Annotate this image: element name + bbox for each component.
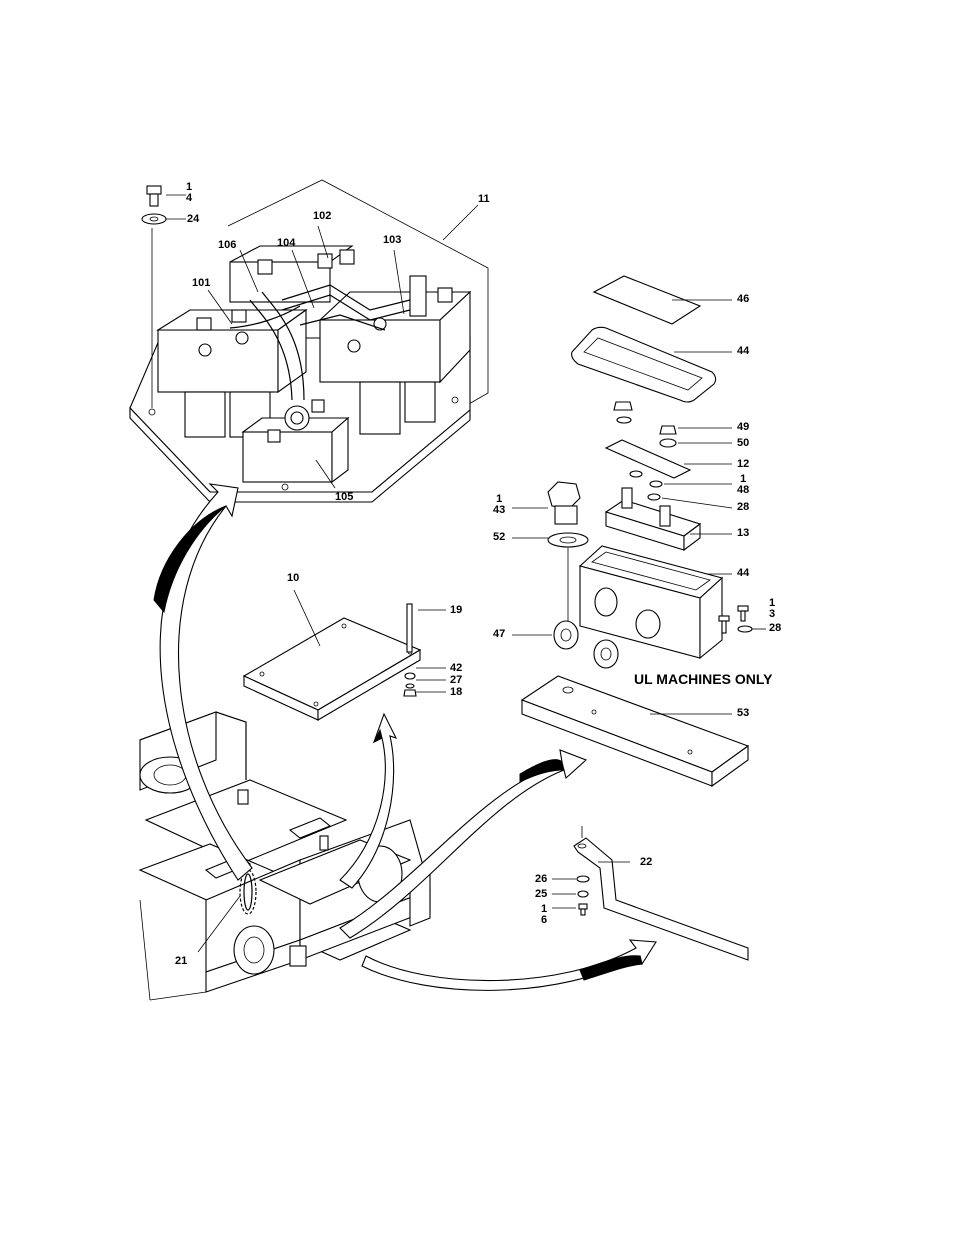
callout-43: 43 xyxy=(493,504,506,516)
callout-1-3: 1 3 xyxy=(769,598,775,620)
callout-18: 18 xyxy=(450,686,463,698)
callout-1-4: 1 4 xyxy=(186,182,192,204)
assembly-arrows xyxy=(153,483,657,991)
callout-26: 26 xyxy=(535,873,548,885)
callout-12: 12 xyxy=(737,458,750,470)
callout-1-6: 1 6 xyxy=(541,904,547,926)
machine-frame xyxy=(138,711,431,1001)
callout-49: 49 xyxy=(737,421,750,433)
callout-1-48: 1 48 xyxy=(737,474,749,496)
callout-25: 25 xyxy=(535,888,548,900)
callout-28-lower: 28 xyxy=(769,622,782,634)
callout-10: 10 xyxy=(287,572,300,584)
callout-28-upper: 28 xyxy=(737,501,750,513)
callout-21: 21 xyxy=(175,955,188,967)
callout-47: 47 xyxy=(493,628,506,640)
callout-27: 27 xyxy=(450,674,463,686)
callout-1-screw: 1 xyxy=(769,597,776,609)
callout-48: 48 xyxy=(737,484,750,496)
callout-19: 19 xyxy=(450,604,463,616)
callout-3: 3 xyxy=(769,608,776,620)
callout-11: 11 xyxy=(478,193,490,205)
callout-1-top: 1 xyxy=(186,181,193,193)
callout-1-bolt: 1 xyxy=(496,493,503,505)
callout-105: 105 xyxy=(335,491,354,503)
callout-104: 104 xyxy=(277,237,296,249)
callout-24: 24 xyxy=(187,213,200,225)
callout-22: 22 xyxy=(640,856,653,868)
callout-102: 102 xyxy=(313,210,332,222)
callout-50: 50 xyxy=(737,437,750,449)
callout-6: 6 xyxy=(541,914,548,926)
callout-52: 52 xyxy=(493,531,506,543)
callout-53: 53 xyxy=(737,707,750,719)
callout-1-strap: 1 xyxy=(541,903,548,915)
callout-44-box: 44 xyxy=(737,567,750,579)
callout-13: 13 xyxy=(737,527,750,539)
callout-42: 42 xyxy=(450,662,463,674)
callout-44-gasket: 44 xyxy=(737,345,750,357)
ul-machines-only-note: UL MACHINES ONLY xyxy=(634,671,773,687)
callout-103: 103 xyxy=(383,234,402,246)
callout-106: 106 xyxy=(218,239,237,251)
callout-4: 4 xyxy=(186,192,193,204)
callout-101: 101 xyxy=(192,277,211,289)
contactor-panel-assembly xyxy=(129,179,489,503)
callout-1-43: 1 43 xyxy=(493,494,505,516)
panel-plate xyxy=(242,589,446,721)
callout-46: 46 xyxy=(737,293,750,305)
ground-strap xyxy=(552,826,749,961)
ul-junction-box-assembly xyxy=(512,275,766,788)
callout-1-fuse: 1 xyxy=(740,473,747,485)
